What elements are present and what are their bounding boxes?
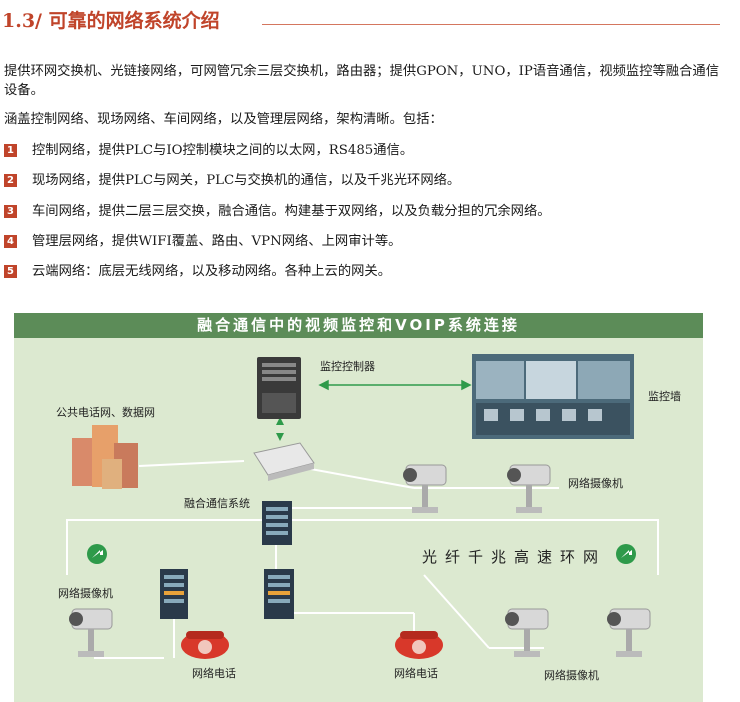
phone-mid-icon [395, 631, 443, 659]
label-fiber-ring: 光纤千兆高速环网 [422, 548, 607, 566]
link-arrow-horizontal [318, 379, 472, 391]
list-item-text: 现场网络，提供PLC与网关，PLC与交换机的通信，以及千兆光环网络。 [32, 173, 461, 188]
phone-left-icon [181, 631, 229, 659]
camera-left-icon [69, 608, 113, 657]
list-number-badge: 4 [4, 235, 17, 248]
core-switch-icon [262, 501, 292, 545]
camera-top-left-icon [403, 464, 447, 513]
public-network-buildings-icon [72, 425, 138, 489]
intro-paragraph-2: 涵盖控制网络、现场网络、车间网络，以及管理层网络，架构清晰。包括： [4, 112, 443, 127]
title-rule [262, 24, 720, 25]
list-item-text: 管理层网络，提供WIFI覆盖、路由、VPN网络、上网审计等。 [32, 234, 402, 249]
network-diagram: 融合通信中的视频监控和VOIP系统连接 [14, 313, 703, 702]
monitor-wall-icon [472, 354, 634, 439]
ring-switch-center-icon [264, 569, 294, 619]
list-number-badge: 5 [4, 265, 17, 278]
list-number-badge: 2 [4, 174, 17, 187]
label-camera-bottom: 网络摄像机 [544, 669, 599, 682]
diagram-header: 融合通信中的视频监控和VOIP系统连接 [14, 313, 703, 338]
label-phone-mid: 网络电话 [394, 667, 438, 680]
ring-switch-left-icon [160, 569, 188, 619]
camera-top-right-icon [507, 464, 551, 513]
label-camera-left: 网络摄像机 [58, 587, 113, 600]
label-converged-system: 融合通信系统 [184, 497, 250, 510]
label-phone-left: 网络电话 [192, 667, 236, 680]
camera-bottom-right-icon [607, 608, 651, 657]
fiber-ring-line [66, 519, 659, 521]
list-item-text: 云端网络：底层无线网络，以及移动网络。各种上云的网关。 [32, 264, 392, 279]
list-item-text: 车间网络，提供二层三层交换，融合通信。构建基于双网络，以及负载分担的冗余网络。 [32, 204, 551, 219]
intro-paragraph-1: 提供环网交换机、光链接网络，可网管冗余三层交换机，路由器；提供GPON，UNO，… [4, 64, 719, 98]
camera-bottom-left-icon [505, 608, 549, 657]
diagram-graphics [69, 354, 651, 659]
converged-switch-box-icon [253, 442, 315, 481]
fiber-ring-right-drop [657, 519, 659, 575]
fiber-ring-left-drop [66, 519, 68, 575]
label-public-network: 公共电话网、数据网 [56, 406, 155, 419]
ring-right-circle-icon [616, 544, 636, 564]
section-title: 1.3/ 可靠的网络系统介绍 [2, 10, 220, 32]
list-item-text: 控制网络，提供PLC与IO控制模块之间的以太网，RS485通信。 [32, 143, 414, 158]
label-camera-top: 网络摄像机 [568, 477, 623, 490]
label-monitor-wall: 监控墙 [648, 390, 681, 403]
ring-left-circle-icon [87, 544, 107, 564]
label-controller: 监控控制器 [320, 360, 375, 373]
list-number-badge: 3 [4, 205, 17, 218]
list-number-badge: 1 [4, 144, 17, 157]
monitor-controller-server-icon [257, 357, 301, 419]
link-arrow-vertical [276, 417, 284, 441]
